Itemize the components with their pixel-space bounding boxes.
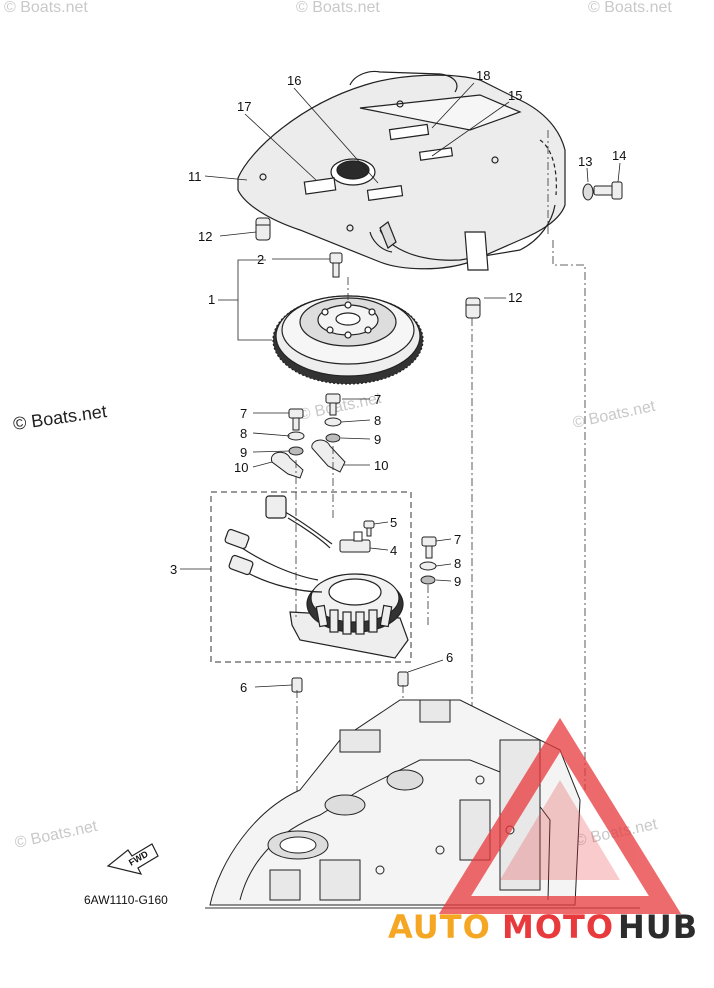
callout-5: 5 <box>390 515 397 530</box>
callout-15: 15 <box>508 88 522 103</box>
part-code: 6AW1110-G160 <box>84 893 168 907</box>
callout-9-left: 9 <box>240 445 247 460</box>
callout-6-left: 6 <box>240 680 247 695</box>
callout-3: 3 <box>170 562 177 577</box>
logo-part-hub: HUB <box>618 908 698 946</box>
callout-numbers: 18 16 15 17 13 14 11 12 2 12 1 7 7 8 8 9… <box>170 68 626 695</box>
watermark-top-right: © Boats.net <box>588 0 672 16</box>
stator <box>289 573 409 659</box>
fwd-arrow-icon: FWD <box>106 843 159 875</box>
callout-17: 17 <box>237 99 251 114</box>
callout-10-left: 10 <box>234 460 248 475</box>
flywheel-nut-2 <box>329 252 343 278</box>
leader-lines <box>180 82 621 688</box>
logo-part-auto: AUTO <box>388 908 491 946</box>
callout-8-right: 8 <box>454 556 461 571</box>
callout-11: 11 <box>188 169 202 184</box>
stator-fasteners <box>419 536 437 585</box>
boats-net-watermark: © Boats.net <box>12 401 108 434</box>
callout-7-left: 7 <box>240 406 247 421</box>
callout-14: 14 <box>612 148 626 163</box>
warning-triangle-logo <box>438 717 682 914</box>
callout-8-mid: 8 <box>374 413 381 428</box>
callout-9-mid: 9 <box>374 432 381 447</box>
callout-7-mid: 7 <box>374 392 381 407</box>
callout-8-left: 8 <box>240 426 247 441</box>
logo-part-moto: MOTO <box>502 908 614 946</box>
callout-7-right: 7 <box>454 532 461 547</box>
flywheel-cover <box>237 70 566 271</box>
callout-12-right: 12 <box>508 290 522 305</box>
callout-18: 18 <box>476 68 490 83</box>
watermark-top-left: © Boats.net <box>4 0 88 16</box>
callout-1: 1 <box>208 292 215 307</box>
flywheel <box>272 295 424 385</box>
stator-wiring <box>224 495 333 593</box>
watermark-mid-right: © Boats.net <box>571 398 657 432</box>
watermark-mid-center: © Boats.net <box>297 390 383 424</box>
watermark-top-center: © Boats.net <box>296 0 380 16</box>
cover-collar-13 <box>582 183 594 201</box>
callout-6-right: 6 <box>446 650 453 665</box>
callout-10-mid: 10 <box>374 458 388 473</box>
grommet-right <box>465 297 481 319</box>
cover-bolt-14 <box>593 181 623 200</box>
callout-13: 13 <box>578 154 592 169</box>
pulser-coil <box>339 520 375 553</box>
callout-4: 4 <box>390 543 397 558</box>
watermark-bottom-left: © Boats.net <box>13 818 99 852</box>
callout-9-right: 9 <box>454 574 461 589</box>
callout-12-left: 12 <box>198 229 212 244</box>
grommet-left <box>255 217 271 241</box>
dowel-pins <box>291 671 409 693</box>
callout-2: 2 <box>257 252 264 267</box>
stator-assembly-box <box>210 491 412 663</box>
callout-16: 16 <box>287 73 301 88</box>
upper-fasteners <box>270 393 346 479</box>
automotohub-logo: AUTO MOTO HUB <box>388 908 698 946</box>
